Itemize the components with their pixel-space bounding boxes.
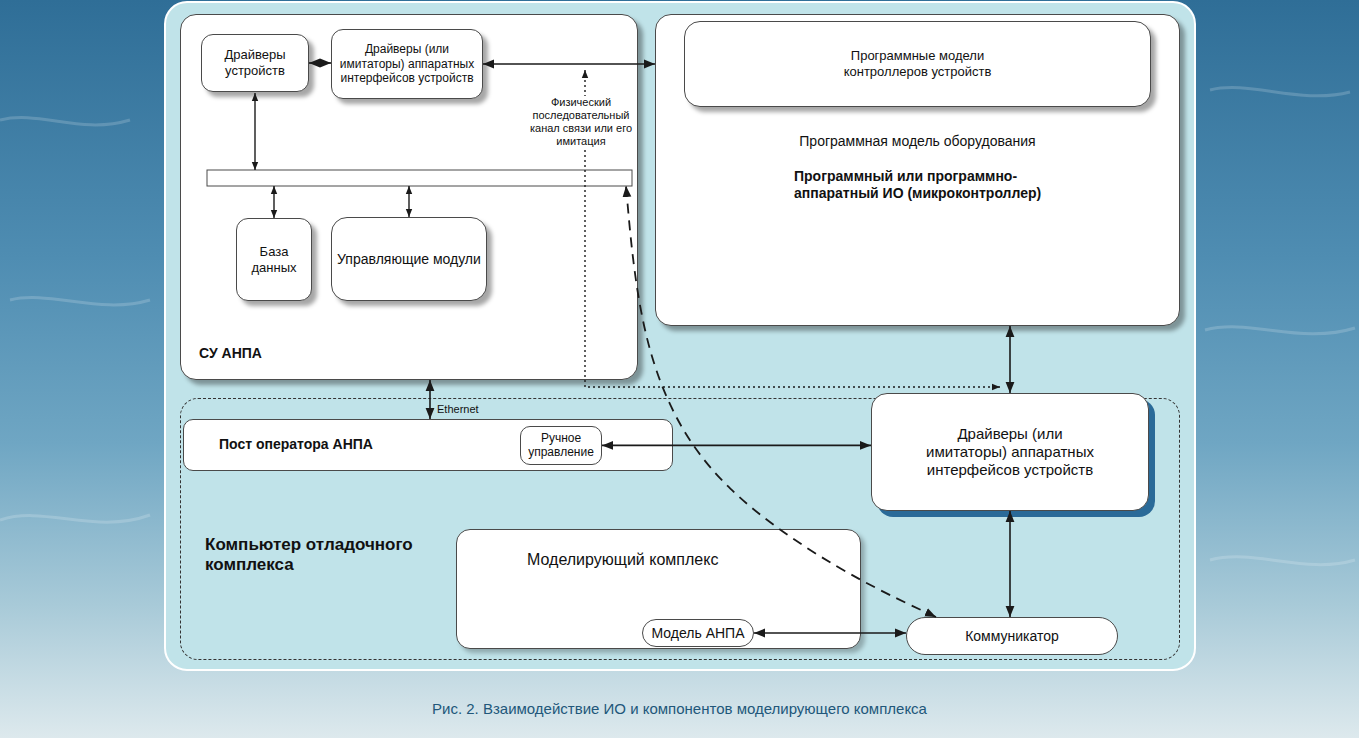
bus-arrow — [273, 186, 274, 218]
wave — [0, 515, 150, 522]
connector-arrow — [754, 632, 906, 634]
bus-arrow — [254, 93, 255, 170]
wave — [10, 298, 150, 305]
edge-label: Ethernet — [435, 403, 481, 416]
node-label: Драйверы устройств — [206, 47, 304, 78]
node-label: СУ АНПА — [199, 345, 637, 362]
device-driver-box: Драйверы устройств — [201, 34, 309, 92]
channel-note: Физический последовательный канал связи … — [528, 96, 634, 148]
note-holder: Физический последовательный канал связи … — [528, 96, 634, 148]
edge-label-holder: Ethernet — [435, 403, 481, 416]
figure-caption: Рис. 2. Взаимодействие ИО и компонентов … — [0, 700, 1359, 717]
dashed-link — [626, 186, 936, 617]
interface-driver-box: Драйверы (или имитаторы) аппаратных инте… — [331, 29, 483, 99]
caption-holder: Рис. 2. Взаимодействие ИО и компонентов … — [0, 700, 1359, 717]
io-box: Программная модель оборудованияПрограммн… — [655, 14, 1180, 326]
connector-arrow — [1009, 326, 1011, 393]
database-box: База данных — [236, 218, 312, 301]
node-label: Драйверы (или имитаторы) аппаратных инте… — [336, 42, 478, 85]
panel — [165, 2, 1195, 670]
node-label: Программные модели контроллеров устройст… — [843, 48, 993, 79]
controller-models-box: Программные модели контроллеров устройст… — [684, 21, 1151, 107]
interface-driver-box: Драйверы (или имитаторы) аппаратных инте… — [871, 393, 1149, 511]
node-label: Коммуникатор — [965, 628, 1059, 645]
connector-arrow — [429, 380, 431, 419]
node-label: Модель АНПА — [652, 625, 745, 642]
node-label: Ручное управление — [525, 431, 597, 460]
connector-arrow — [602, 445, 871, 447]
simulation-complex-box: Моделирующий комплексМодель АНПА — [456, 529, 861, 649]
communicator-box: Коммуникатор — [906, 617, 1118, 655]
node-label: Программная модель оборудования — [656, 133, 1179, 150]
connector-arrow — [309, 62, 331, 64]
connector-arrow — [1009, 511, 1011, 617]
manual-control-box: Ручное управление — [520, 426, 602, 465]
node-label: База данных — [241, 244, 307, 275]
operator-post-box: Пост оператора АНПАРучное управление — [183, 419, 673, 471]
bus-arrow — [408, 186, 409, 217]
wave — [1210, 557, 1355, 565]
bus-bar — [207, 170, 632, 186]
wave — [0, 118, 130, 125]
node-label: Компьютер отладочного комплекса — [205, 535, 445, 576]
node-label: Моделирующий комплекс — [527, 550, 860, 569]
wave — [1210, 88, 1350, 96]
wave — [1205, 327, 1355, 334]
node-label: Драйверы (или имитаторы) аппаратных инте… — [920, 425, 1100, 479]
control-modules-box: Управляющие модули — [331, 217, 487, 301]
debug-computer-region: Компьютер отладочного комплекса Пост опер… — [180, 398, 1180, 660]
node-label: Пост оператора АНПА — [219, 436, 672, 453]
node-label: Управляющие модули — [337, 251, 481, 268]
node-sublabel: Программный или программно-аппаратный ИО… — [794, 168, 1094, 202]
auv-model-box: Модель АНПА — [642, 619, 754, 647]
connector-arrow — [483, 63, 655, 65]
